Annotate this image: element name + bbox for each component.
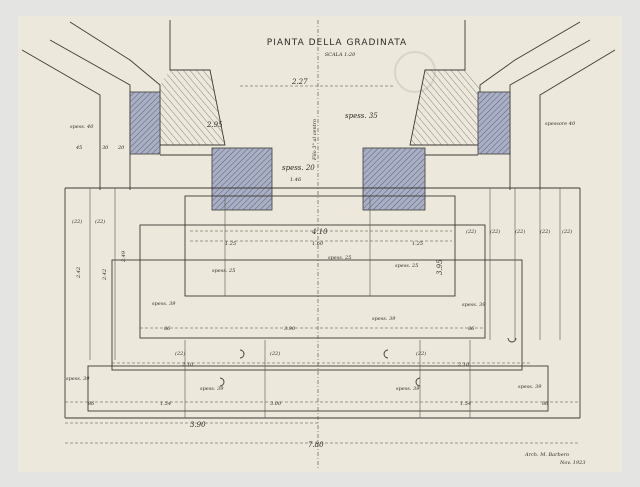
dim-width-left: 2.10 (181, 362, 194, 368)
plan-title: PIANTA DELLA GRADINATA (267, 38, 407, 48)
dim-half: 3.90 (190, 421, 206, 429)
label-thickness-center: spess. 25 (328, 255, 351, 261)
dim-bottom: 3.00 (270, 401, 282, 407)
step-label: (22) (466, 228, 476, 235)
label-right-wall: spessore 40 (545, 121, 576, 127)
label-thickness-right: spess. 39 (462, 302, 486, 308)
dim-lower-width: 1.46 (290, 177, 302, 183)
dim-left-height: 2.42 (76, 267, 82, 279)
label-center-thickness: spess. 35 (345, 112, 378, 120)
step-label: (22) (270, 350, 280, 357)
step-label: (22) (95, 218, 105, 225)
dim-height: 3.95 (436, 259, 444, 275)
dim-overall: 4.10 (311, 228, 328, 236)
label-axis-note: Filo 3° al centro (312, 119, 318, 161)
label-thickness: spess. 39 (66, 376, 90, 382)
plan-scale: SCALA 1:20 (325, 52, 356, 58)
dim-left: 45 (75, 145, 82, 151)
signature: Arch. M. Barbero (524, 452, 569, 458)
step-label: (22) (175, 350, 185, 357)
label-thickness: spess. 39 (518, 384, 542, 390)
label-thickness-right: spess. 25 (395, 263, 418, 269)
dim-left: 20 (117, 145, 125, 151)
signature-date: Nov. 1923 (559, 460, 586, 466)
top-structure (21, 20, 616, 470)
step-label: (22) (490, 228, 500, 235)
dim-left: 30 (102, 145, 109, 151)
dim-bottom: 1.54 (460, 401, 471, 407)
dim-width-right: 2.10 (457, 362, 470, 368)
dim-bottom: 86 (88, 401, 95, 407)
dim-right: 86 (468, 326, 475, 332)
dim-left: 1.25 (225, 241, 236, 247)
step-label: (22) (562, 228, 572, 235)
label-lower-thickness: spess. 20 (282, 164, 315, 172)
dim-total: 7.80 (308, 441, 324, 449)
dim-left-height: 2.42 (102, 269, 108, 281)
label-thickness: spess. 39 (396, 386, 420, 392)
dim-left-height: 2.49 (121, 250, 127, 263)
dim-center: 3.90 (284, 326, 296, 332)
dim-center: 1.60 (312, 241, 324, 247)
step-label: (22) (72, 218, 82, 225)
step-label: (22) (540, 228, 550, 235)
dim-bottom: 86 (542, 401, 549, 407)
dim-width-top: 2.27 (291, 78, 308, 86)
dim-left: 86 (164, 326, 171, 332)
dim-bottom: 1.54 (160, 401, 171, 407)
label-thickness: spess. 39 (200, 386, 224, 392)
label-thickness-left: spess. 39 (152, 301, 176, 307)
dim-left-slope: 2.95 (206, 121, 223, 129)
drawing-labels: PIANTA DELLA GRADINATA SCALA 1:20 2.27 2… (66, 38, 586, 466)
label-thickness-left: spess. 25 (212, 268, 235, 274)
step-label: (22) (416, 350, 426, 357)
paper-sheet (18, 16, 622, 472)
label-thickness-center: spess. 39 (372, 316, 396, 322)
step-label: (22) (515, 228, 525, 235)
label-left-wall: spess. 40 (70, 124, 94, 130)
plan-frames (64, 187, 581, 444)
dim-right: 1.25 (412, 241, 423, 247)
